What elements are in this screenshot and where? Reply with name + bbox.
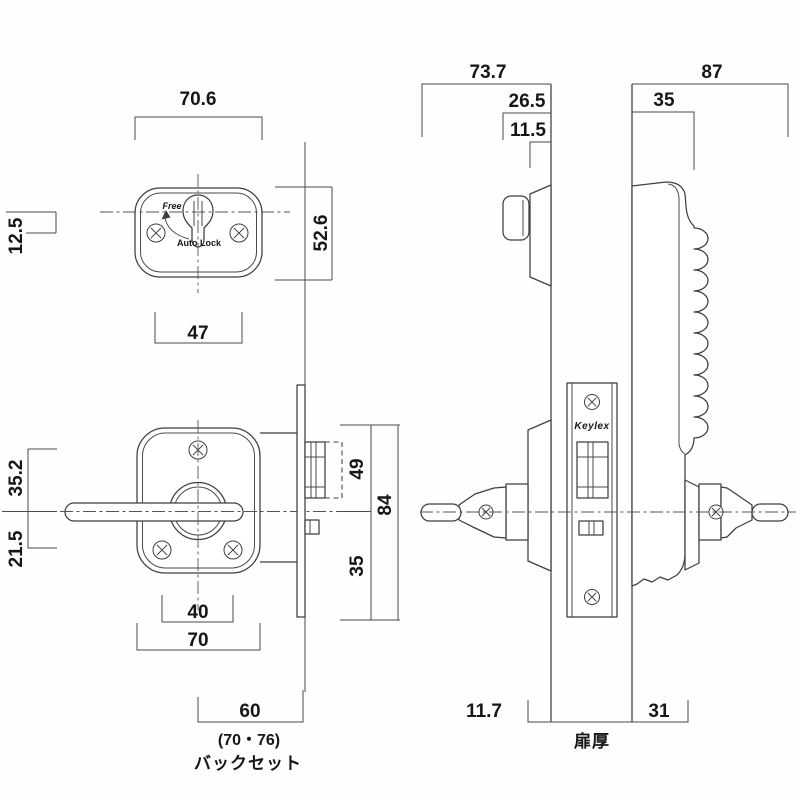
faceplate-inner-edges	[571, 383, 613, 617]
dim-line-offset	[6, 211, 57, 234]
latch-bolt-detail	[305, 442, 325, 498]
latch-bolt-front	[304, 441, 326, 499]
outside-body-with-keypad-buttons	[631, 181, 709, 587]
dim-line-screw-pitch	[161, 595, 234, 623]
thumbturn-plate-inner-outline	[140, 192, 257, 273]
dim-line-width	[136, 623, 261, 651]
brand-logo: Keylex	[574, 421, 609, 432]
door-edge-front-view	[296, 142, 343, 692]
bottom-dimensions: 60 (70・76) バックセット 11.7 31 扉厚	[194, 690, 689, 773]
deadbolt-side	[578, 520, 604, 536]
dim-line-outside-body	[632, 111, 695, 170]
thumbturn-knob-slot	[193, 201, 203, 226]
backset-label: バックセット	[194, 754, 302, 773]
latch-bolt-side-detail	[577, 442, 608, 498]
dim-line-vertical-offsets	[2, 448, 57, 549]
dim-screw-pitch: 40	[187, 602, 208, 623]
dim-thumbturn-projection: 26.5	[509, 91, 546, 112]
deadbolt-front	[304, 519, 320, 535]
screw-icon	[146, 223, 166, 243]
screw-icon	[229, 223, 249, 243]
case-connector-lines	[260, 432, 297, 563]
lever-plate-dimensions: 35.2 21.5 40 70	[2, 448, 261, 651]
dim-line-backset	[197, 690, 304, 723]
dim-height: 52.6	[311, 215, 332, 252]
dim-screw-pitch: 47	[187, 323, 208, 344]
dim-outside-bottom: 31	[648, 701, 670, 722]
faceplate-outline	[566, 382, 618, 618]
free-label: Free	[162, 201, 181, 211]
dim-line-outside-projection	[632, 83, 789, 137]
door-thickness-label: 扉厚	[574, 731, 610, 751]
backset-options: (70・76)	[218, 732, 280, 749]
dim-line-thumbturn-projection	[502, 112, 551, 140]
dim-inside-bottom: 11.7	[466, 701, 502, 722]
deadbolt-side-detail	[588, 521, 595, 535]
outside-rose-side	[684, 479, 700, 571]
dim-lines-case	[340, 424, 400, 621]
latch-bolt-extended-dashed	[325, 441, 343, 499]
dim-line-inside-projection	[421, 83, 551, 137]
mortise-faceplate: Keylex	[566, 382, 618, 618]
lever-plate-outline	[136, 427, 261, 574]
dim-line-height	[275, 186, 333, 281]
dim-backset: 60	[239, 701, 260, 722]
dim-case-height: 84	[375, 494, 396, 516]
dim-line-inside-plate	[529, 141, 551, 168]
side-view-top-dimensions: 73.7 26.5 11.5 87 35	[421, 62, 789, 170]
rotation-arrowhead-icon	[161, 210, 171, 220]
dim-width: 70	[187, 630, 208, 651]
lever-plate-front-view	[60, 420, 350, 610]
faceplate-edge-strip	[296, 384, 306, 618]
lock-case-dimensions: 49 35 84	[340, 424, 400, 621]
thumbturn-knob-side	[502, 195, 530, 241]
lever-handle-front	[64, 502, 244, 522]
lever-plate-inner-outline	[142, 432, 255, 569]
screw-icon	[152, 540, 172, 560]
rotation-arrow	[164, 216, 190, 240]
dim-case-above: 49	[347, 458, 368, 479]
screw-icon	[223, 540, 243, 560]
dim-outside-projection: 87	[701, 62, 722, 83]
dim-line-width	[134, 116, 263, 140]
dim-case-below: 35	[347, 555, 368, 577]
thumbturn-plate-dimensions: 70.6 12.5 52.6 47	[6, 89, 333, 344]
dim-below-center: 21.5	[6, 530, 27, 567]
dim-inside-plate: 11.5	[510, 120, 546, 141]
dim-above-center: 35.2	[6, 460, 27, 497]
side-view: Keylex	[420, 84, 796, 722]
thumbturn-plate-front-view: Free Auto Lock	[100, 174, 290, 293]
dim-offset: 12.5	[6, 217, 27, 254]
outside-lever-grip	[751, 503, 789, 522]
auto-lock-label: Auto Lock	[177, 238, 222, 248]
inside-lever-grip	[420, 503, 462, 522]
outside-lever-neck	[720, 486, 753, 539]
dim-outside-body: 35	[653, 90, 675, 111]
dim-inside-projection: 73.7	[470, 62, 507, 83]
thumbturn-mount-side	[529, 184, 552, 287]
dim-line-door-section	[527, 700, 689, 723]
inside-rose-side	[527, 419, 552, 572]
dim-line-screw-pitch	[154, 312, 243, 344]
outside-body-inner-line	[667, 183, 686, 455]
screw-icon	[584, 394, 600, 410]
dim-width: 70.6	[180, 89, 217, 110]
screw-icon	[584, 589, 600, 605]
